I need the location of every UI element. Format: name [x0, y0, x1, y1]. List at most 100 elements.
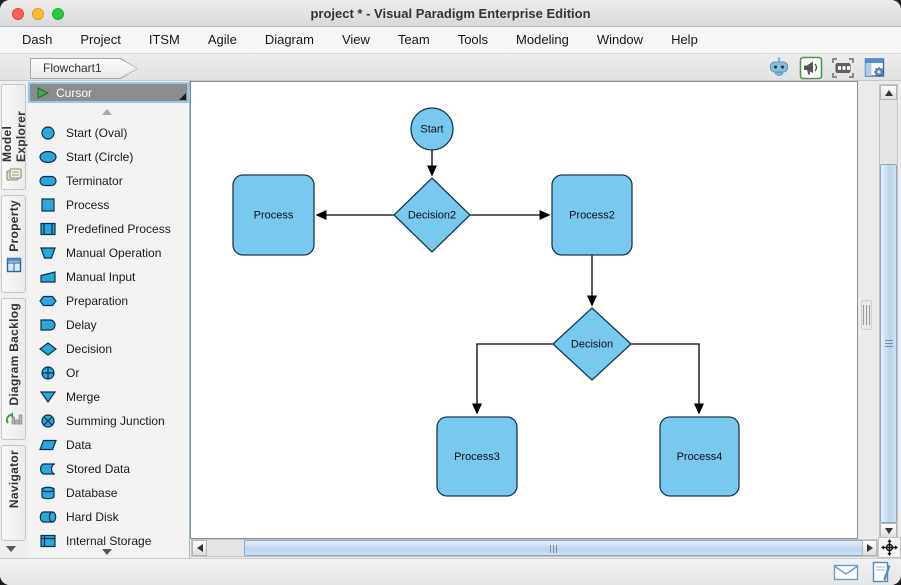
palette-item-data[interactable]: Data	[28, 433, 189, 457]
palette-item-manual-input[interactable]: Manual Input	[28, 265, 189, 289]
announcement-icon[interactable]	[799, 56, 823, 80]
flow-node-label: Process4	[677, 451, 723, 463]
palette-item-decision[interactable]: Decision	[28, 337, 189, 361]
palette-item-merge[interactable]: Merge	[28, 385, 189, 409]
menu-project[interactable]: Project	[80, 32, 121, 47]
zoom-window-button[interactable]	[52, 8, 64, 20]
selection-marquee-icon[interactable]	[831, 56, 855, 80]
stored-data-icon	[37, 461, 59, 477]
palette-item-hard-disk[interactable]: Hard Disk	[28, 505, 189, 529]
summing-junction-icon	[37, 413, 59, 429]
menu-agile[interactable]: Agile	[207, 32, 237, 47]
mail-icon[interactable]	[833, 562, 859, 582]
left-arrow-icon	[196, 544, 203, 552]
flow-node-decision[interactable]: Decision	[552, 307, 632, 381]
thumb-grip-icon	[549, 545, 557, 553]
palette-item-start-oval[interactable]: Start (Oval)	[28, 121, 189, 145]
vertical-scrollbar[interactable]	[879, 84, 898, 539]
preparation-icon	[37, 293, 59, 309]
palette-item-manual-operation[interactable]: Manual Operation	[28, 241, 189, 265]
menu-view[interactable]: View	[341, 32, 370, 47]
flow-node-label: Decision	[571, 339, 613, 351]
sidebar-tab-label: Property	[6, 200, 21, 252]
palette-item-cursor[interactable]: Cursor	[28, 82, 189, 103]
palette-item-preparation[interactable]: Preparation	[28, 289, 189, 313]
palette-item-label: Database	[66, 486, 118, 500]
close-window-button[interactable]	[12, 8, 24, 20]
menu-itsm[interactable]: ITSM	[148, 32, 180, 47]
flow-node-label: Start	[420, 124, 443, 136]
model-explorer-icon	[5, 166, 23, 189]
menu-modeling[interactable]: Modeling	[516, 32, 569, 47]
predefined-process-icon	[37, 221, 59, 237]
right-arrow-icon	[866, 544, 873, 552]
internal-storage-icon	[37, 533, 59, 549]
tabstrip-overflow-arrow-icon[interactable]	[6, 546, 16, 552]
scroll-left-button[interactable]	[192, 540, 207, 556]
palette-item-label: Summing Junction	[66, 414, 165, 428]
menu-diagram[interactable]: Diagram	[264, 32, 314, 47]
toolbar-icons	[767, 55, 887, 80]
scroll-right-button[interactable]	[862, 540, 877, 556]
menu-dash[interactable]: Dash	[22, 32, 53, 47]
diagram-tab-label: Flowchart1	[31, 59, 137, 78]
palette-item-delay[interactable]: Delay	[28, 313, 189, 337]
palette-item-label: Internal Storage	[66, 534, 152, 548]
shape-palette: Cursor Start (Oval)Start (Circle)Termina…	[28, 81, 190, 558]
flow-connector[interactable]	[631, 343, 704, 415]
palette-scroll-down-icon[interactable]	[102, 549, 112, 555]
delay-icon	[37, 317, 59, 333]
palette-item-summing-junction[interactable]: Summing Junction	[28, 409, 189, 433]
flow-node-process3[interactable]: Process3	[436, 416, 518, 497]
up-arrow-icon	[884, 89, 893, 96]
palette-item-start-circle[interactable]: Start (Circle)	[28, 145, 189, 169]
menu-tools[interactable]: Tools	[457, 32, 489, 47]
diagram-tab-flowchart1[interactable]: Flowchart1	[30, 58, 138, 79]
scroll-down-button[interactable]	[880, 523, 897, 538]
palette-item-label: Manual Input	[66, 270, 136, 284]
palette-item-stored-data[interactable]: Stored Data	[28, 457, 189, 481]
sidebar-tab-model-explorer[interactable]: Model Explorer	[0, 84, 28, 190]
ai-robot-icon[interactable]	[767, 56, 791, 80]
vertical-scroll-thumb[interactable]	[880, 164, 897, 523]
menu-team[interactable]: Team	[397, 32, 430, 47]
menu-help[interactable]: Help	[671, 32, 698, 47]
palette-scroll-up-icon[interactable]	[102, 109, 112, 115]
panel-settings-icon[interactable]	[863, 56, 887, 80]
sidebar-tab-label: Model Explorer	[0, 110, 28, 162]
hard-disk-icon	[37, 509, 59, 525]
flow-node-process[interactable]: Process	[232, 174, 315, 256]
sidebar-tab-property[interactable]: Property	[1, 195, 26, 293]
horizontal-scrollbar[interactable]	[191, 539, 878, 557]
flow-node-process4[interactable]: Process4	[659, 416, 740, 497]
terminator-icon	[37, 173, 59, 189]
thumb-grip-icon	[885, 339, 893, 349]
note-editor-icon[interactable]	[871, 561, 891, 583]
palette-item-or[interactable]: Or	[28, 361, 189, 385]
sidebar-tab-diagram-backlog[interactable]: Diagram Backlog	[1, 298, 26, 440]
minimize-window-button[interactable]	[32, 8, 44, 20]
toolbar-row: Flowchart1	[0, 54, 901, 81]
palette-item-label: Process	[66, 198, 110, 212]
flow-node-start[interactable]: Start	[410, 107, 454, 151]
horizontal-scroll-thumb[interactable]	[244, 540, 863, 556]
palette-item-database[interactable]: Database	[28, 481, 189, 505]
panel-splitter-handle[interactable]	[861, 300, 872, 330]
start-oval-icon	[37, 125, 59, 141]
palette-item-internal-storage[interactable]: Internal Storage	[28, 529, 189, 553]
pan-overview-button[interactable]	[878, 537, 901, 558]
palette-item-terminator[interactable]: Terminator	[28, 169, 189, 193]
sidebar-tab-navigator[interactable]: Navigator	[1, 445, 26, 541]
flow-node-decision2[interactable]: Decision2	[393, 177, 471, 253]
merge-icon	[37, 389, 59, 405]
menu-window[interactable]: Window	[596, 32, 644, 47]
flow-connector[interactable]	[472, 343, 553, 415]
palette-item-label: Stored Data	[66, 462, 131, 476]
flow-node-process2[interactable]: Process2	[551, 174, 633, 256]
palette-item-process[interactable]: Process	[28, 193, 189, 217]
scroll-up-button[interactable]	[880, 85, 897, 100]
palette-item-predefined-process[interactable]: Predefined Process	[28, 217, 189, 241]
